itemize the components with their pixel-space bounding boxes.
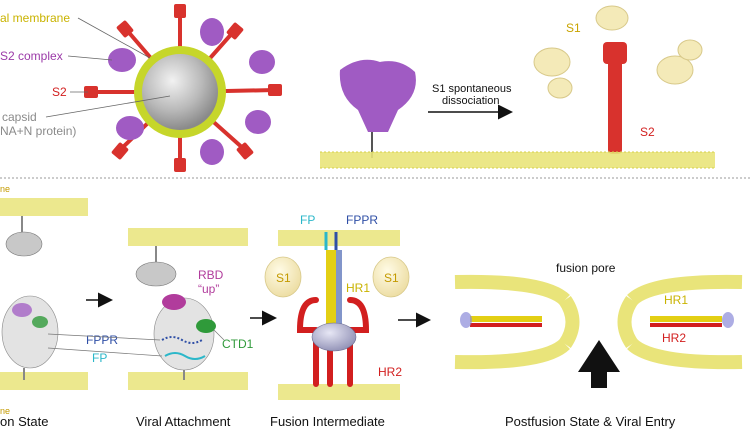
stage-label-attachment: Viral Attachment: [136, 414, 231, 429]
arrow-caption-line1: S1 spontaneous: [432, 83, 512, 95]
prefusion-spike-top: [339, 59, 416, 158]
label-fp-top: FP: [300, 213, 315, 227]
core-domain: [311, 322, 357, 352]
stage-prefusion: ne ne: [0, 184, 88, 416]
s1-released: [533, 5, 703, 99]
spike-heads: [84, 4, 282, 172]
label-rbd-line2: “up”: [198, 282, 219, 296]
s1-right: [372, 256, 410, 298]
label-hr1-post: HR1: [664, 293, 688, 307]
s2-complexes: [108, 18, 275, 165]
label-hr2-post: HR2: [662, 331, 686, 345]
top-panel: al membrane S2 complex S2 capsid NA+N pr…: [0, 4, 715, 172]
label-s1-top: S1: [566, 21, 581, 35]
stage-postfusion: [454, 274, 743, 388]
postfusion-bundle-left: [470, 316, 542, 322]
label-fusion-pore: fusion pore: [556, 261, 616, 275]
entry-arrow: [578, 340, 620, 388]
membrane-edge-bottom: ne: [0, 406, 10, 416]
label-fppr-bottom: FPPR: [86, 333, 118, 347]
virion-labels: al membrane S2 complex S2 capsid NA+N pr…: [0, 11, 171, 138]
stage-label-postfusion: Postfusion State & Viral Entry: [505, 414, 676, 429]
label-capsid-line2: NA+N protein): [0, 124, 76, 138]
label-s2-complex: S2 complex: [0, 49, 63, 63]
dissociation-arrow: S1 spontaneous dissociation: [428, 83, 513, 120]
label-rbd-line1: RBD: [198, 268, 224, 282]
label-viral-membrane: al membrane: [0, 11, 70, 25]
s1-left: [264, 256, 302, 298]
arrow-caption-line2: dissociation: [442, 95, 499, 107]
virion: [84, 4, 282, 172]
label-s2: S2: [52, 85, 67, 99]
label-fppr-top: FPPR: [346, 213, 378, 227]
capsid: [142, 54, 218, 130]
label-s1-left: S1: [276, 271, 291, 285]
pore-membrane-left-outer: [454, 274, 570, 306]
hr1-helix: [326, 250, 336, 330]
stage-intermediate: [264, 230, 410, 400]
label-hr1: HR1: [346, 281, 370, 295]
label-hr2: HR2: [378, 365, 402, 379]
stage-captions: on State Viral Attachment Fusion Interme…: [0, 414, 676, 429]
stage-label-intermediate: Fusion Intermediate: [270, 414, 385, 429]
stage-label-prefusion: on State: [0, 414, 48, 429]
s2-postfusion-top: [603, 42, 627, 154]
membrane-edge-top: ne: [0, 184, 10, 194]
postfusion-bundle-right: [650, 316, 722, 322]
label-s2-top: S2: [640, 125, 655, 139]
label-s1-right: S1: [384, 271, 399, 285]
stage-attachment: [128, 228, 248, 390]
bottom-panel: ne ne RBD “up” FPPR FP: [0, 184, 743, 429]
membrane-top: [320, 152, 715, 168]
pore-membrane-right-outer: [627, 274, 743, 306]
label-capsid-line1: capsid: [2, 110, 37, 124]
label-fp-bottom: FP: [92, 351, 107, 365]
label-ctd1: CTD1: [222, 337, 254, 351]
